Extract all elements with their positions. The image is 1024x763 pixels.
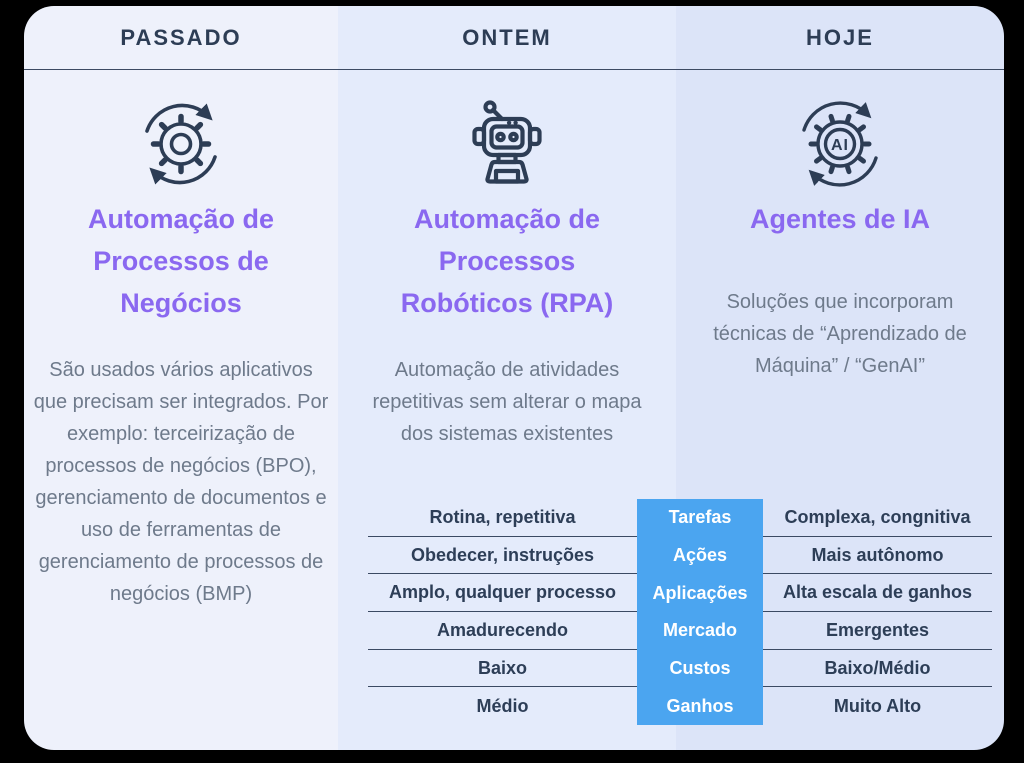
column-header-passado: PASSADO bbox=[24, 6, 338, 70]
process-automation-cycle-icon bbox=[131, 94, 231, 194]
robot-svg bbox=[472, 100, 542, 184]
table-row: Baixo Custos Baixo/Médio bbox=[368, 649, 992, 688]
gear-cycle-svg bbox=[145, 103, 217, 185]
table-cell-left: Médio bbox=[476, 695, 529, 716]
table-cell-right: Complexa, congnitiva bbox=[763, 499, 992, 537]
table-row: Rotina, repetitiva Tarefas Complexa, con… bbox=[368, 499, 992, 537]
table-cell-left: Obedecer, instruções bbox=[368, 537, 637, 575]
table-cell-right: Alta escala de ganhos bbox=[763, 574, 992, 613]
table-cell-right: Muito Alto bbox=[833, 695, 922, 716]
table-cell-left: Rotina, repetitiva bbox=[368, 499, 637, 537]
table-cell-center-label: Tarefas bbox=[637, 499, 763, 537]
table-row: Amadurecendo Mercado Emergentes bbox=[368, 612, 992, 650]
ai-gear-svg: AI bbox=[802, 101, 878, 187]
column-header-ontem: ONTEM bbox=[338, 6, 676, 70]
table-cell-center-label: Ganhos bbox=[637, 687, 763, 726]
robot-icon bbox=[457, 94, 557, 194]
table-cell-left: Amadurecendo bbox=[368, 612, 637, 650]
ai-gear-cycle-icon: AI bbox=[790, 94, 890, 194]
table-cell-center-label: Custos bbox=[637, 649, 763, 688]
table-cell-center-label: Ações bbox=[637, 536, 763, 575]
column-header-hoje: HOJE bbox=[676, 6, 1004, 70]
table-cell-right: Mais autônomo bbox=[763, 537, 992, 575]
table-cell-center-label: Aplicações bbox=[637, 574, 763, 613]
ai-icon-label: AI bbox=[831, 137, 849, 154]
column-body-ontem: Automação de atividades repetitivas sem … bbox=[372, 359, 642, 445]
table-row: Médio Ganhos Muito Alto bbox=[368, 687, 992, 726]
column-title-passado: Automação de Processos de Negócios bbox=[87, 204, 275, 318]
table-cell-center-label: Mercado bbox=[637, 612, 763, 650]
column-body-hoje: Soluções que incorporam técnicas de “Apr… bbox=[713, 291, 967, 377]
table-row: Obedecer, instruções Ações Mais autônomo bbox=[368, 536, 992, 575]
column-ontem: ONTEM Autom bbox=[338, 6, 676, 750]
column-body-passado: São usados vários aplicativos que precis… bbox=[33, 359, 329, 605]
table-cell-left: Amplo, qualquer processo bbox=[368, 574, 637, 613]
column-title-ontem: Automação de Processos Robóticos (RPA) bbox=[400, 204, 614, 318]
column-passado: PASSADO bbox=[24, 6, 338, 750]
comparison-table: Rotina, repetitiva Tarefas Complexa, con… bbox=[368, 499, 992, 726]
table-row: Amplo, qualquer processo Aplicações Alta… bbox=[368, 574, 992, 613]
column-title-hoje: Agentes de IA bbox=[749, 204, 931, 234]
infographic-card: PASSADO bbox=[24, 6, 1004, 750]
table-cell-right: Emergentes bbox=[763, 612, 992, 650]
table-cell-right: Baixo/Médio bbox=[763, 650, 992, 688]
table-cell-left: Baixo bbox=[368, 650, 637, 688]
